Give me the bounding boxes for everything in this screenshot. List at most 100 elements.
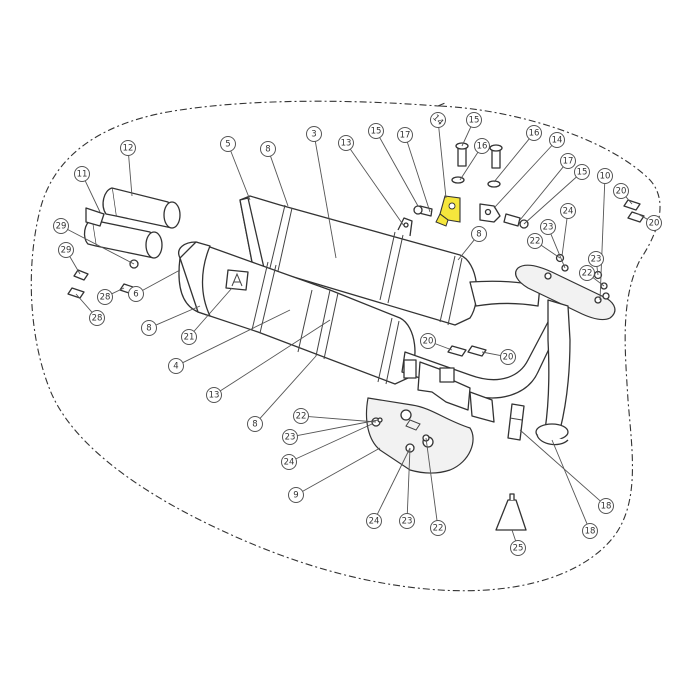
callout-number: 24 bbox=[369, 517, 380, 527]
callout-number: 8 bbox=[265, 145, 270, 155]
heat-shield-10 bbox=[515, 264, 616, 321]
callout-number: 23 bbox=[285, 433, 296, 443]
callout-20: 20 bbox=[613, 183, 629, 199]
callout-10: 10 bbox=[597, 168, 613, 184]
leader-line-6 bbox=[142, 269, 181, 291]
callout-number: 25 bbox=[513, 544, 524, 554]
callout-circle bbox=[526, 125, 542, 141]
callout-22: 22 bbox=[579, 265, 595, 281]
leader-lines bbox=[67, 126, 648, 542]
callout-17: 17 bbox=[397, 127, 413, 143]
callout-11: 11 bbox=[74, 166, 90, 182]
callout-29: 29 bbox=[58, 242, 74, 258]
callout-circle bbox=[527, 233, 543, 249]
end-cap-12 bbox=[102, 187, 181, 229]
callout-number: 23 bbox=[591, 255, 602, 265]
callout-circle bbox=[397, 127, 413, 143]
bolt-15-right-lower bbox=[503, 213, 529, 229]
callout-number: 20 bbox=[616, 187, 627, 197]
kit-boundary-outline bbox=[30, 100, 661, 592]
leader-line-20 bbox=[625, 196, 633, 205]
callout-28: 28 bbox=[97, 289, 113, 305]
callout-24: 24 bbox=[281, 454, 297, 470]
callout-15: 15 bbox=[368, 123, 384, 139]
callout-number: 14 bbox=[552, 136, 563, 146]
callout-circle bbox=[247, 416, 263, 432]
leader-line-8 bbox=[270, 155, 289, 207]
callout-8: 8 bbox=[471, 226, 487, 242]
callout-circle bbox=[220, 136, 236, 152]
leader-line-15 bbox=[379, 137, 419, 207]
leader-line-21 bbox=[193, 287, 233, 332]
header-pipe-section bbox=[403, 359, 495, 423]
callout-circle bbox=[260, 141, 276, 157]
upper-silencer-3 bbox=[239, 195, 478, 326]
callout-number: 20 bbox=[503, 353, 514, 363]
leader-line-10 bbox=[599, 183, 606, 301]
callout-18: 18 bbox=[582, 523, 598, 539]
callout-13: 13 bbox=[206, 387, 222, 403]
callout-17: 17 bbox=[560, 153, 576, 169]
callout-number: 6 bbox=[133, 290, 138, 300]
callout-number: 24 bbox=[284, 458, 295, 468]
callout-circle bbox=[306, 126, 322, 142]
leader-line-23 bbox=[596, 266, 599, 276]
leader-line-12 bbox=[128, 155, 133, 197]
leader-line-24 bbox=[561, 218, 568, 257]
callout-12: 12 bbox=[120, 140, 136, 156]
callout-circle bbox=[560, 153, 576, 169]
leader-line-9 bbox=[302, 447, 381, 492]
callout-circle bbox=[420, 333, 436, 349]
callout-number: 20 bbox=[649, 219, 660, 229]
callout-circle bbox=[646, 215, 662, 231]
callout-8: 8 bbox=[247, 416, 263, 432]
callout-circle bbox=[281, 454, 297, 470]
callout-circle bbox=[366, 513, 382, 529]
leader-line-3 bbox=[314, 141, 337, 259]
leader-line-13 bbox=[349, 148, 405, 227]
callout-5: 5 bbox=[220, 136, 236, 152]
leader-line-14 bbox=[438, 127, 447, 199]
callout-circle bbox=[582, 523, 598, 539]
callout-circle bbox=[53, 218, 69, 234]
callout-number: 8 bbox=[476, 230, 481, 240]
callout-circle bbox=[282, 429, 298, 445]
callout-circle bbox=[588, 251, 604, 267]
callout-circle bbox=[368, 123, 384, 139]
callout-circle bbox=[474, 138, 490, 154]
callout-number: 28 bbox=[92, 314, 103, 324]
callout-number: 18 bbox=[585, 527, 596, 537]
callout-number: 29 bbox=[56, 222, 67, 232]
callout-number: 22 bbox=[582, 269, 593, 279]
callout-28: 28 bbox=[89, 310, 105, 326]
callout-number: 17 bbox=[563, 157, 574, 167]
leader-line-8 bbox=[457, 239, 475, 261]
callout-24: 24 bbox=[560, 203, 576, 219]
callout-number: 17 bbox=[400, 131, 411, 141]
callout-number: 16 bbox=[477, 142, 488, 152]
callout-6: 6 bbox=[128, 286, 144, 302]
callout-9: 9 bbox=[288, 487, 304, 503]
clips-20-center bbox=[447, 345, 487, 357]
link-pipe-upper bbox=[469, 280, 541, 307]
callout-circle bbox=[500, 349, 516, 365]
callout-8: 8 bbox=[260, 141, 276, 157]
callout-circle bbox=[181, 329, 197, 345]
leader-line-5 bbox=[230, 150, 251, 201]
callout-20: 20 bbox=[420, 333, 436, 349]
leader-line-25 bbox=[511, 529, 517, 542]
callout-number: 15 bbox=[469, 116, 480, 126]
leader-line-22 bbox=[308, 416, 377, 423]
callout-number: 11 bbox=[77, 170, 88, 180]
leader-line-14 bbox=[493, 145, 553, 209]
callout-number: 16 bbox=[529, 129, 540, 139]
callout-24: 24 bbox=[366, 513, 382, 529]
leader-line-8 bbox=[155, 305, 201, 326]
callout-number: 20 bbox=[423, 337, 434, 347]
mounting-bracket-14-right bbox=[479, 203, 501, 223]
callout-circle bbox=[206, 387, 222, 403]
callout-number: 21 bbox=[184, 333, 195, 343]
bolt-15-right-upper bbox=[489, 144, 503, 169]
callout-23: 23 bbox=[540, 219, 556, 235]
